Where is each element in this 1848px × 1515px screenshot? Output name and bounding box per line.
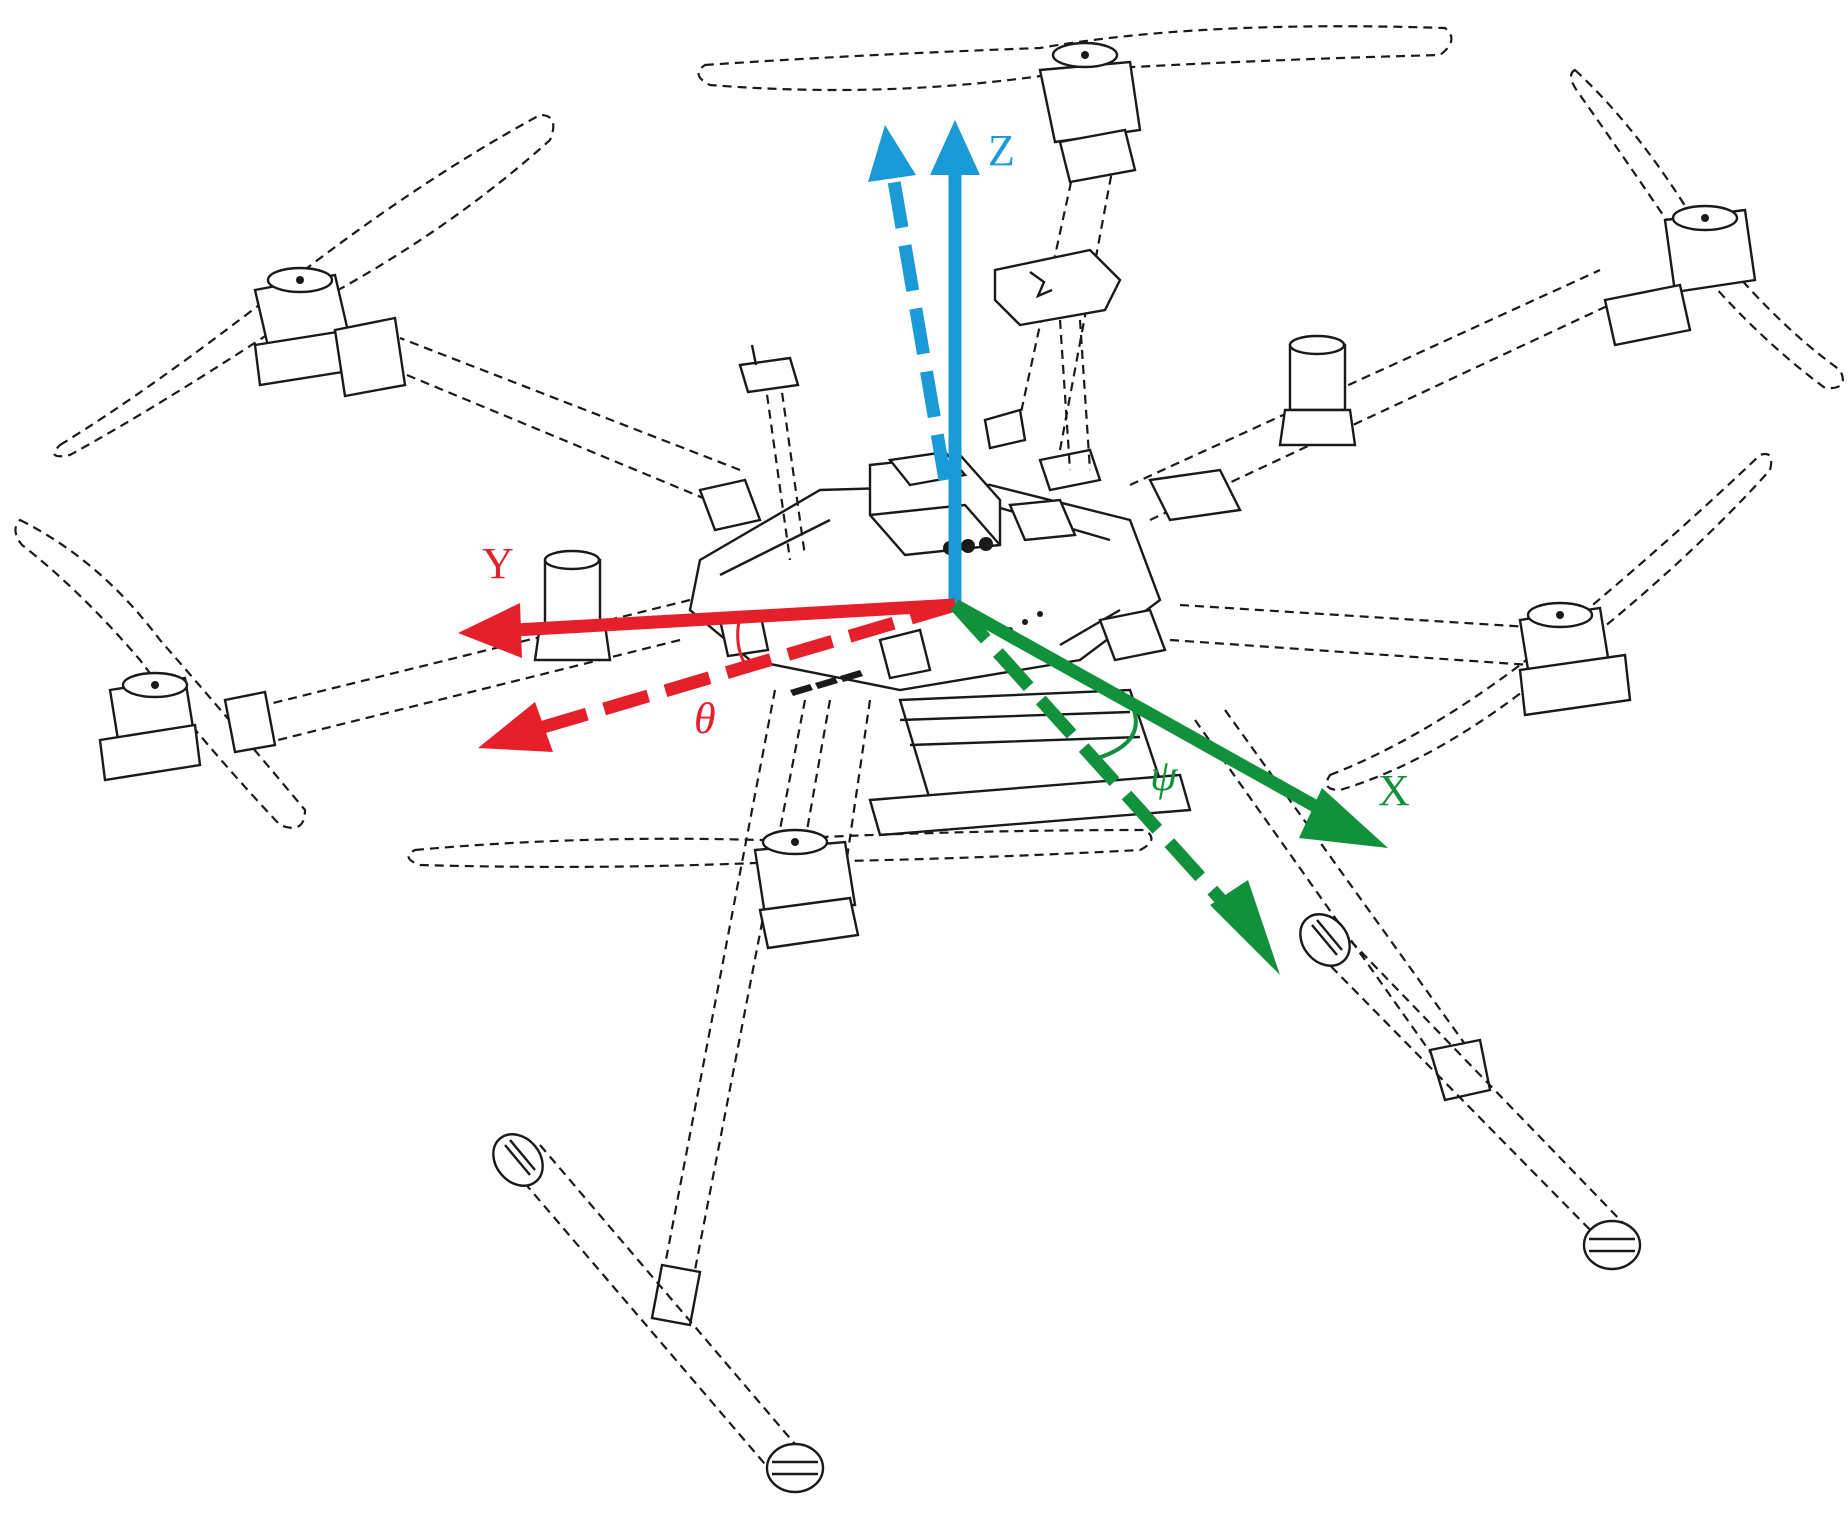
arm-light-right [1278, 334, 1357, 447]
pitch-angle-arc [736, 616, 749, 669]
x-axis-dashed-arrow [950, 600, 1280, 975]
skid-foot-left-front [492, 1133, 544, 1187]
y-axis-label: Y [482, 539, 514, 588]
rotor-rear-left [14, 518, 307, 829]
x-axis-label: X [1378, 766, 1410, 815]
pitch-angle-label: θ [694, 694, 716, 743]
arm-rear-left [264, 598, 691, 744]
radio-antenna [738, 344, 807, 561]
skid-foot-right-front [1299, 913, 1351, 967]
arm-front-left [389, 336, 741, 507]
gps-antenna [993, 248, 1122, 471]
arm-light-left [533, 549, 612, 662]
center-body [688, 408, 1242, 837]
rotor-front-right [1569, 68, 1844, 390]
yaw-angle-arc [1097, 704, 1138, 760]
z-axis-arrow [930, 120, 980, 605]
coordinate-axes [458, 120, 1388, 975]
skid-foot-left-rear [765, 1442, 825, 1494]
rotor-rear [407, 828, 1153, 950]
skid-foot-right-rear [1582, 1219, 1642, 1271]
z-axis-label: Z [988, 126, 1015, 175]
landing-gear [492, 689, 1642, 1494]
arm-rear-right [1169, 603, 1546, 667]
yaw-angle-label: ψ [1150, 751, 1178, 800]
z-axis-dashed-arrow [868, 125, 952, 482]
x-axis-arrow [951, 599, 1388, 848]
rotor-front [697, 25, 1453, 184]
y-axis-arrow [458, 598, 956, 658]
rotor-rear-right [1325, 452, 1773, 792]
arm-front-right [1129, 268, 1621, 521]
rotor-front-left [53, 113, 555, 458]
